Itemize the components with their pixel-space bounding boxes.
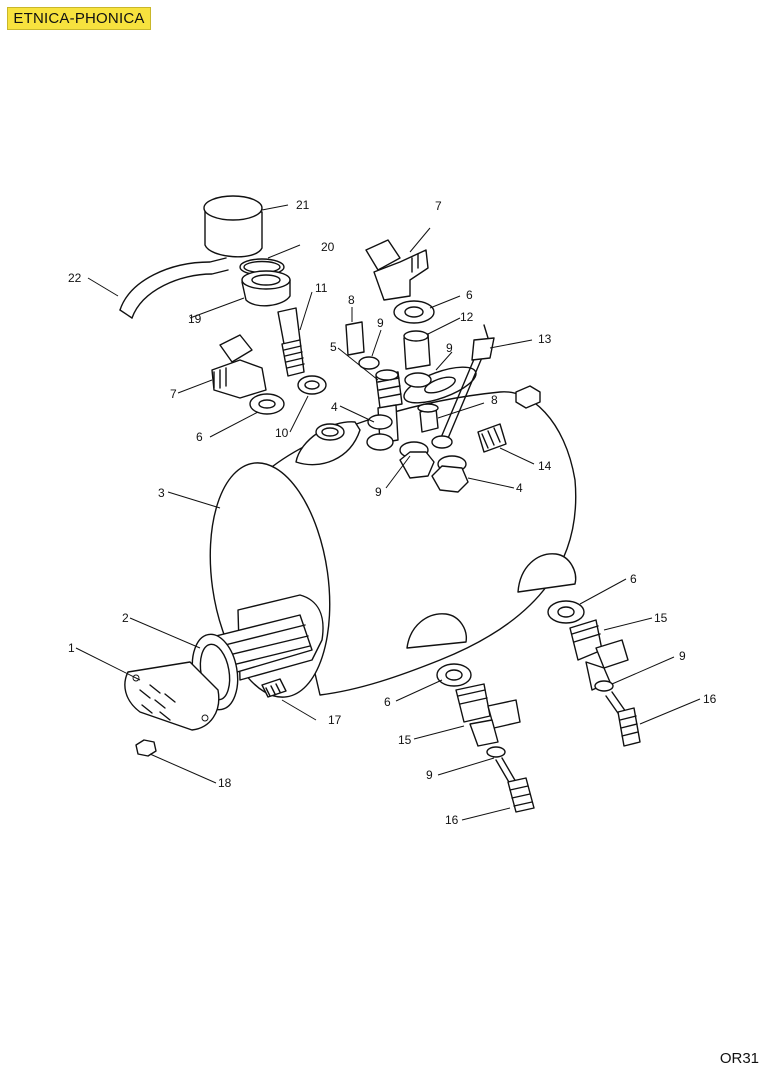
- callout-9c: 9: [375, 485, 382, 499]
- callout-labels: 1 2 3 4 4 5 6 6 6 6 7 7 8 8 9 9 9 9 9 10…: [68, 198, 717, 827]
- callout-4: 4: [331, 400, 338, 414]
- heating-element: [124, 594, 324, 757]
- callout-7: 7: [170, 387, 177, 401]
- callout-2: 2: [122, 611, 129, 625]
- callout-10: 10: [275, 426, 289, 440]
- callout-4b: 4: [516, 481, 523, 495]
- callout-11: 11: [315, 281, 328, 295]
- callout-19: 19: [188, 312, 202, 326]
- callout-18: 18: [218, 776, 232, 790]
- callout-5: 5: [330, 340, 337, 354]
- callout-6c: 6: [630, 572, 637, 586]
- callout-6d: 6: [384, 695, 391, 709]
- callout-9: 9: [377, 316, 384, 330]
- callout-21: 21: [296, 198, 310, 212]
- callout-9d: 9: [679, 649, 686, 663]
- callout-12: 12: [460, 310, 474, 324]
- callout-6: 6: [196, 430, 203, 444]
- callout-9b: 9: [446, 341, 453, 355]
- brand-label: ETNICA-PHONICA: [7, 7, 151, 30]
- callout-16b: 16: [445, 813, 459, 827]
- callout-20: 20: [321, 240, 335, 254]
- callout-8b: 8: [491, 393, 498, 407]
- fittings-side: [436, 600, 641, 813]
- callout-13: 13: [538, 332, 552, 346]
- fittings-top: [119, 195, 507, 493]
- callout-15b: 15: [398, 733, 412, 747]
- callout-3: 3: [158, 486, 165, 500]
- callout-16: 16: [703, 692, 717, 706]
- callout-9e: 9: [426, 768, 433, 782]
- callout-22: 22: [68, 271, 82, 285]
- callout-1: 1: [68, 641, 75, 655]
- page-code: OR31: [719, 1050, 759, 1067]
- callout-15: 15: [654, 611, 668, 625]
- callout-8: 8: [348, 293, 355, 307]
- callout-17: 17: [328, 713, 342, 727]
- callout-7b: 7: [435, 199, 442, 213]
- callout-6b: 6: [466, 288, 473, 302]
- callout-14: 14: [538, 459, 552, 473]
- leader-lines: [75, 204, 701, 821]
